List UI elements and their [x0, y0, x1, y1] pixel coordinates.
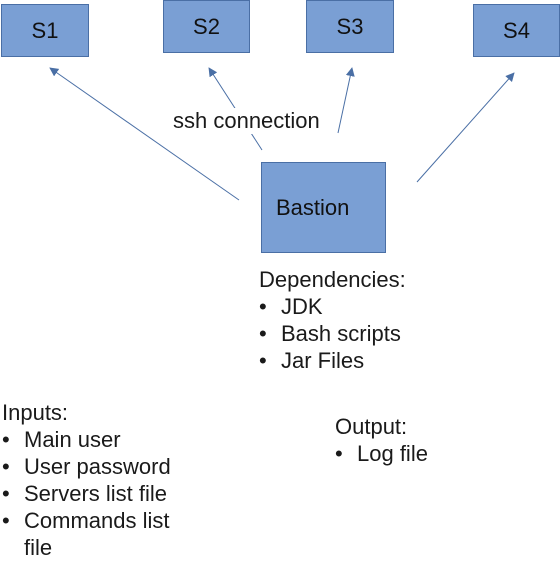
ssh-connection-label: ssh connection	[173, 108, 320, 134]
dependencies-list: Dependencies: JDK Bash scripts Jar Files	[259, 266, 406, 374]
list-item: Main user	[2, 426, 202, 453]
list-item: User password	[2, 453, 202, 480]
list-item: Log file	[335, 440, 428, 467]
server-label: S2	[193, 13, 220, 39]
bastion-box: Bastion	[261, 162, 386, 253]
server-box-s2: S2	[163, 0, 250, 53]
server-box-s1: S1	[1, 4, 89, 57]
list-item: Servers list file	[2, 480, 202, 507]
server-label: S4	[503, 17, 530, 43]
arrow-to-s4	[416, 72, 515, 183]
list-item: Bash scripts	[259, 320, 406, 347]
dependencies-heading: Dependencies:	[259, 267, 406, 292]
server-label: S1	[31, 17, 59, 43]
server-box-s3: S3	[306, 0, 394, 53]
list-item: Commands list file	[2, 507, 202, 561]
server-box-s4: S4	[473, 4, 560, 57]
output-heading: Output:	[335, 414, 408, 439]
list-item: JDK	[259, 293, 406, 320]
server-label: S3	[336, 13, 364, 39]
arrow-to-s3	[337, 67, 355, 134]
list-item: Jar Files	[259, 347, 406, 374]
inputs-list: Inputs: Main user User password Servers …	[2, 399, 202, 561]
bastion-label: Bastion	[276, 194, 350, 220]
inputs-heading: Inputs:	[2, 400, 69, 425]
output-list: Output: Log file	[335, 413, 428, 467]
arrow-to-s1	[49, 67, 240, 201]
